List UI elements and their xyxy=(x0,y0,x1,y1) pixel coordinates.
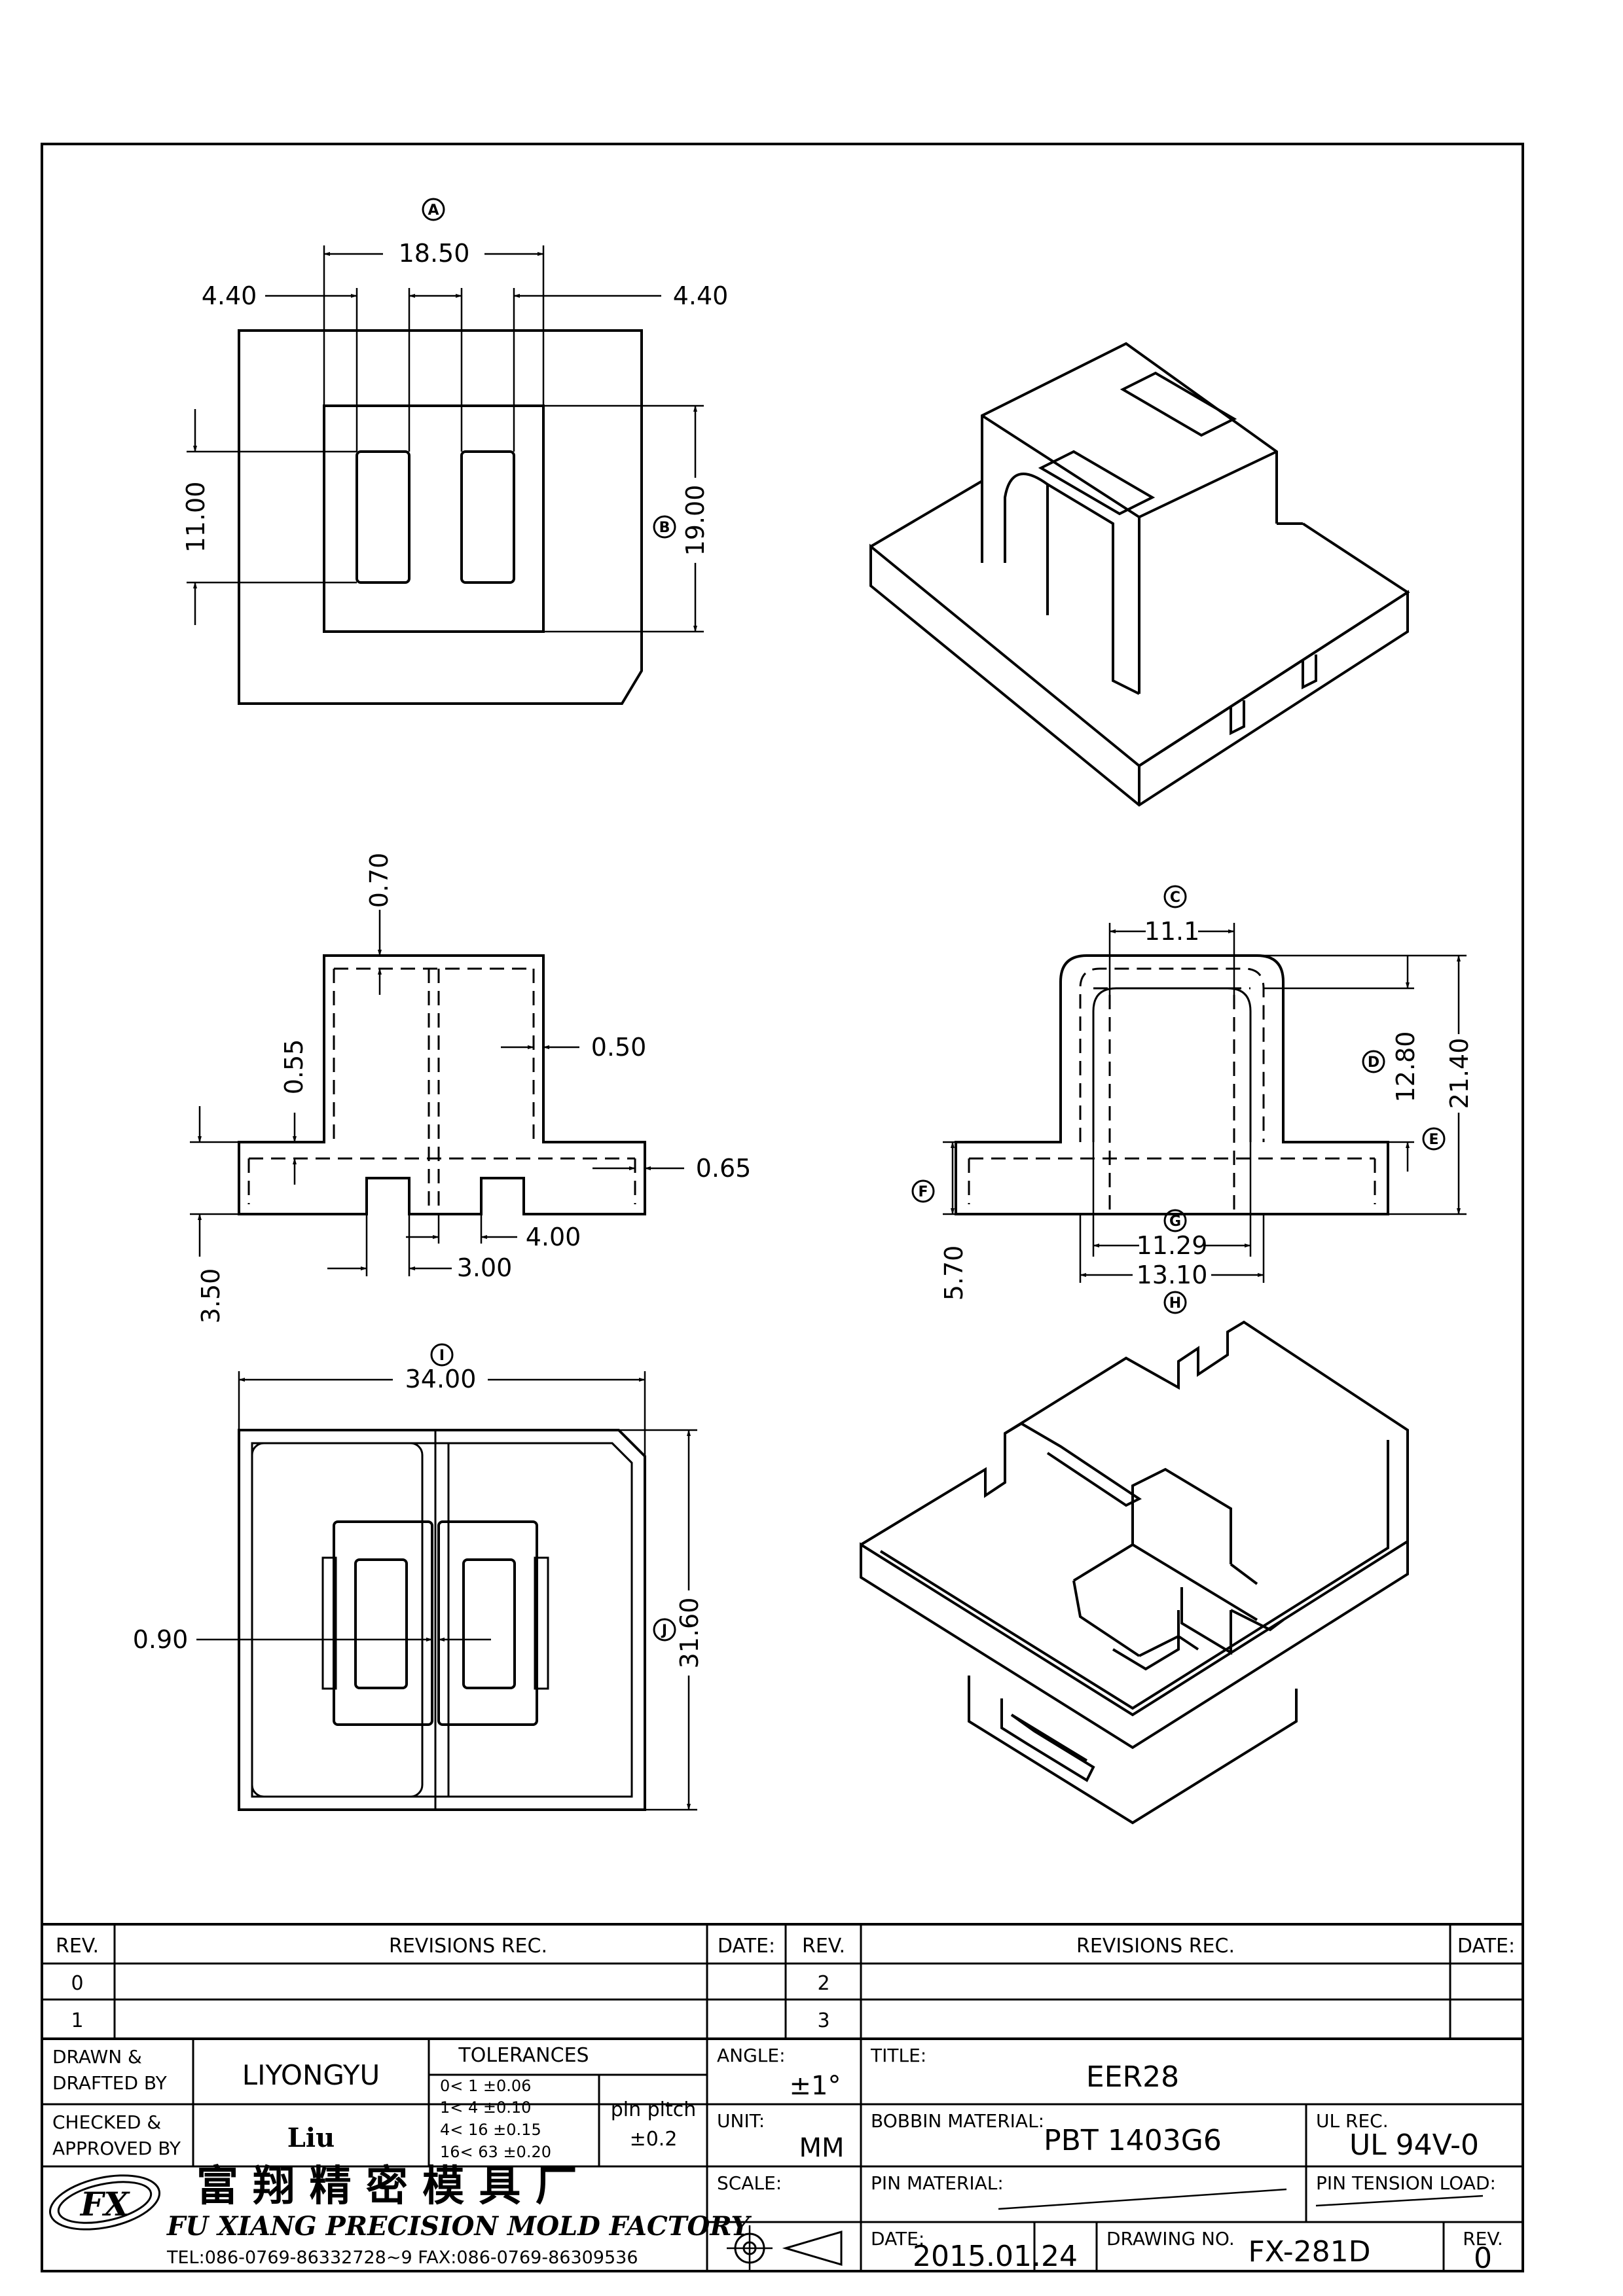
dim-3-00: 3.00 xyxy=(457,1253,513,1282)
pin-tension-label: PIN TENSION LOAD: xyxy=(1316,2172,1496,2194)
rev-label: REV. xyxy=(1463,2228,1503,2250)
dim-11-00: 11.00 xyxy=(181,482,210,553)
drawn-label-1: DRAWN & xyxy=(52,2046,142,2068)
dim-34-00: 34.00 xyxy=(405,1365,477,1393)
rev-header-right: REV. xyxy=(802,1935,845,1958)
dim-3-50: 3.50 xyxy=(196,1268,225,1324)
rev-row-1: 1 xyxy=(71,2009,83,2032)
callout-f: F xyxy=(918,1184,928,1200)
top-view xyxy=(187,245,704,705)
dim-4-00: 4.00 xyxy=(526,1223,581,1251)
side-view xyxy=(190,910,684,1276)
dim-4-40-left: 4.40 xyxy=(202,281,257,310)
scale-label: SCALE: xyxy=(717,2172,782,2194)
revisions-header-right: REVISIONS REC. xyxy=(1076,1935,1235,1958)
dim-13-10: 13.10 xyxy=(1137,1261,1208,1289)
callout-h: H xyxy=(1169,1295,1181,1312)
revisions-header-left: REVISIONS REC. xyxy=(389,1935,547,1958)
dim-12-80: 12.80 xyxy=(1391,1031,1420,1103)
material-label: BOBBIN MATERIAL: xyxy=(871,2110,1044,2132)
dim-11-29: 11.29 xyxy=(1137,1231,1208,1260)
date-value: 2015.01.24 xyxy=(913,2240,1078,2273)
callout-j: J xyxy=(661,1623,667,1639)
callouts xyxy=(422,198,1446,1641)
dim-0-55: 0.55 xyxy=(280,1039,308,1095)
company-name-cn: 富 翔 精 密 模 具 厂 xyxy=(196,2162,577,2211)
tolerance-row-4: 16< 63 ±0.20 xyxy=(440,2143,551,2161)
ul-value: UL 94V-0 xyxy=(1349,2128,1479,2162)
angle-label: ANGLE: xyxy=(717,2045,786,2066)
company-contact: TEL:086-0769-86332728~9 FAX:086-0769-863… xyxy=(166,2248,638,2268)
dim-19-00: 19.00 xyxy=(681,485,710,556)
callout-c: C xyxy=(1170,889,1180,906)
drawn-label-2: DRAFTED BY xyxy=(52,2072,168,2094)
callout-e: E xyxy=(1429,1132,1438,1148)
checked-name: Liu xyxy=(287,2123,335,2153)
pin-material-label: PIN MATERIAL: xyxy=(871,2172,1004,2194)
material-value: PBT 1403G6 xyxy=(1044,2124,1222,2157)
tolerance-row-1: 0< 1 ±0.06 xyxy=(440,2077,531,2095)
dim-0-90: 0.90 xyxy=(133,1625,189,1654)
dim-5-70: 5.70 xyxy=(939,1246,968,1301)
dim-0-50: 0.50 xyxy=(591,1033,647,1062)
dim-31-60: 31.60 xyxy=(675,1598,704,1669)
title-label: TITLE: xyxy=(870,2045,926,2066)
front-view xyxy=(943,923,1467,1283)
callout-d: D xyxy=(1368,1054,1379,1071)
unit-label: UNIT: xyxy=(717,2110,765,2132)
dim-21-40: 21.40 xyxy=(1445,1038,1474,1109)
rev-row-2: 2 xyxy=(817,1972,830,1995)
isometric-top-view xyxy=(869,342,1410,807)
title-block xyxy=(42,1923,1523,2271)
bottom-view xyxy=(196,1371,697,1811)
isometric-bottom-view xyxy=(860,1320,1409,1825)
rev-value: 0 xyxy=(1474,2242,1492,2275)
drawing-no-value: FX-281D xyxy=(1249,2235,1371,2269)
callout-b: B xyxy=(659,520,670,536)
title-value: EER28 xyxy=(1086,2060,1179,2094)
tolerance-row-3: 4< 16 ±0.15 xyxy=(440,2121,541,2139)
checked-label-2: APPROVED BY xyxy=(52,2138,181,2159)
fx-logo-icon xyxy=(48,2174,161,2231)
drawing-border xyxy=(41,143,1524,2272)
tolerance-row-2: 1< 4 ±0.10 xyxy=(440,2098,531,2117)
dim-0-70: 0.70 xyxy=(365,853,393,908)
date-label: DATE: xyxy=(871,2228,924,2250)
date-header-left: DATE: xyxy=(718,1935,775,1958)
callout-i: I xyxy=(439,1348,445,1364)
projection-symbol-icon xyxy=(727,2225,843,2271)
pin-pitch-value: ±0.2 xyxy=(630,2128,678,2151)
dim-0-65: 0.65 xyxy=(696,1154,752,1183)
date-header-right: DATE: xyxy=(1457,1935,1515,1958)
drawing-no-label: DRAWING NO. xyxy=(1106,2228,1235,2250)
dim-11-1: 11.1 xyxy=(1144,917,1200,946)
dim-18-50: 18.50 xyxy=(399,239,470,268)
dim-4-40-right: 4.40 xyxy=(673,281,729,310)
rev-row-3: 3 xyxy=(817,2009,830,2032)
pin-pitch-label: pin pitch xyxy=(611,2098,697,2121)
fx-logo-text: FX xyxy=(79,2185,130,2223)
company-name-en: FU XIANG PRECISION MOLD FACTORY xyxy=(166,2211,752,2242)
callout-a: A xyxy=(428,202,439,219)
callout-g: G xyxy=(1169,1213,1181,1230)
ul-label: UL REC. xyxy=(1316,2110,1389,2132)
angle-value: ±1° xyxy=(790,2071,841,2101)
tolerances-title: TOLERANCES xyxy=(458,2044,589,2067)
checked-label-1: CHECKED & xyxy=(52,2111,161,2133)
drawn-name: LIYONGYU xyxy=(242,2059,380,2091)
rev-row-0: 0 xyxy=(71,1972,83,1995)
rev-header-left: REV. xyxy=(56,1935,99,1958)
unit-value: MM xyxy=(799,2133,844,2163)
